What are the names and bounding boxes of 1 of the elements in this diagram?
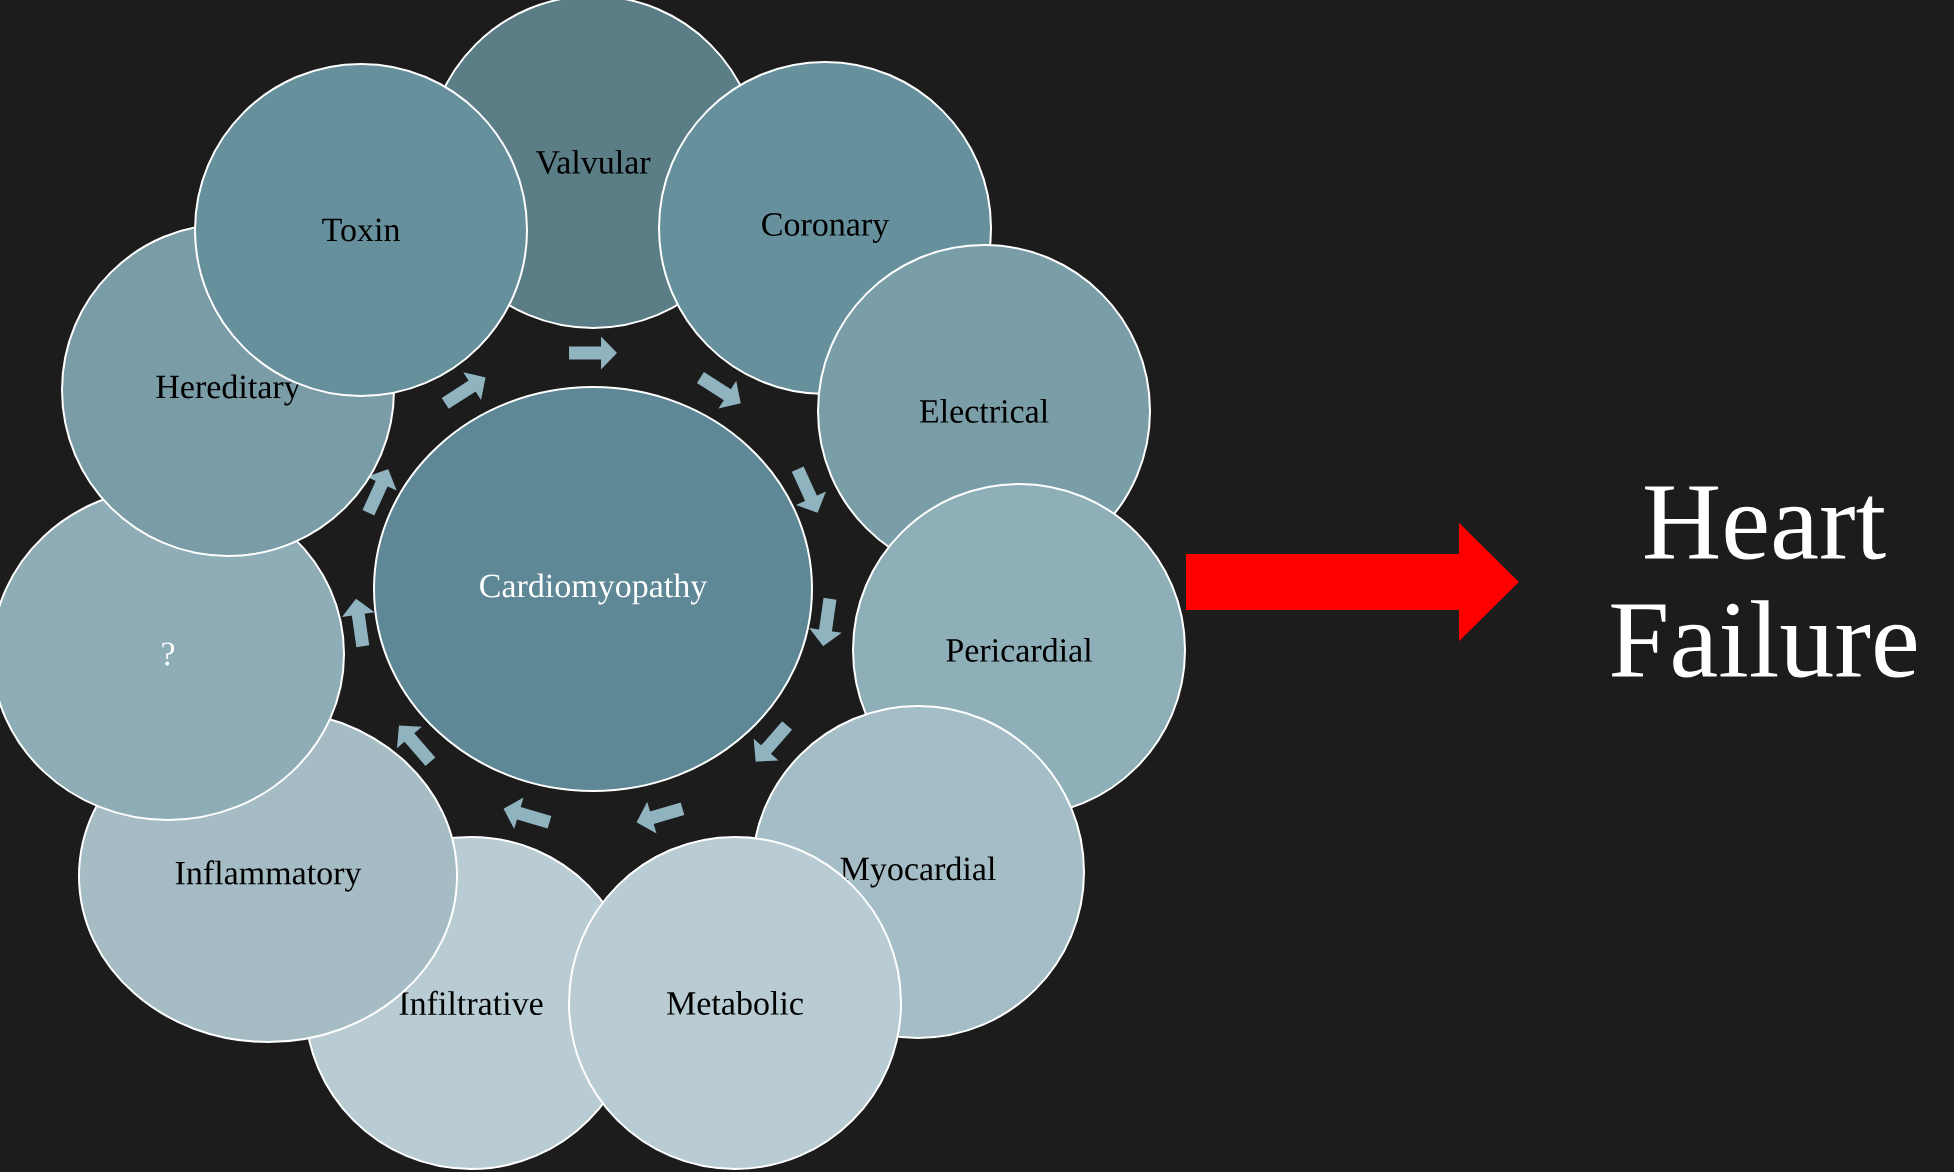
outcome-text: Heart Failure (1611, 486, 1916, 678)
